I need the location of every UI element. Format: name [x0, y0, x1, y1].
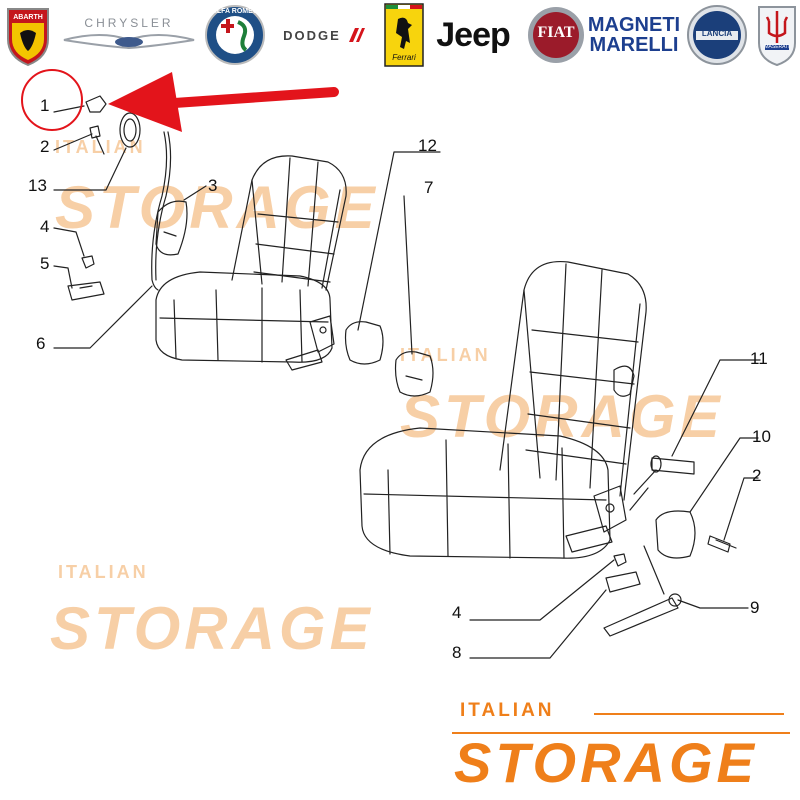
part-4-clip-lower	[613, 553, 627, 567]
watermark-storage-3: STORAGE	[50, 595, 374, 662]
brand-logo-bar: ABARTH CHRYSLER ALFA ROMEO DODGE	[0, 0, 800, 72]
callout-12: 12	[418, 136, 437, 155]
alfa-romeo-logo: ALFA ROMEO	[202, 2, 268, 68]
watermark-italian-2: ITALIAN	[400, 345, 491, 365]
abarth-label: ABARTH	[13, 14, 43, 21]
watermark-italian-3: ITALIAN	[58, 562, 149, 582]
jeep-label: Jeep	[436, 15, 510, 54]
highlight-circle	[21, 69, 83, 131]
logo-italian: ITALIAN	[460, 700, 555, 721]
callout-2-upper: 2	[40, 137, 50, 156]
abarth-logo: ABARTH	[2, 2, 54, 68]
part-8-cap	[605, 571, 641, 593]
part-2-bolt-lower	[707, 535, 737, 553]
dodge-logo: DODGE	[272, 2, 376, 68]
part-2-bolt-upper	[89, 125, 105, 155]
lancia-label: LANCIA	[701, 29, 733, 38]
logo-storage: STORAGE	[454, 731, 758, 794]
callout-3: 3	[208, 176, 218, 195]
lancia-logo: LANCIA	[684, 2, 750, 68]
magneti-label: MAGNETI	[587, 14, 681, 36]
ferrari-label: Ferrari	[392, 53, 416, 62]
logo-line-bottom	[452, 732, 790, 734]
callout-4-lower: 4	[452, 603, 462, 622]
part-5-cap	[67, 281, 105, 301]
maserati-label: MASERATI	[764, 44, 790, 50]
upper-seat-drawing	[151, 131, 347, 371]
watermark-italian-1: ITALIAN	[55, 137, 146, 157]
part-4-clip-upper	[81, 255, 95, 269]
lower-seat-drawing	[359, 260, 647, 559]
part-7-cover	[394, 351, 434, 397]
ferrari-logo: Ferrari	[384, 2, 424, 68]
red-arrow-icon	[108, 72, 339, 132]
part-10-cap	[655, 510, 696, 559]
callout-2-lower: 2	[752, 466, 762, 485]
callout-9: 9	[750, 598, 760, 617]
callout-7: 7	[424, 178, 434, 197]
maserati-logo: MASERATI	[754, 2, 800, 68]
callout-10: 10	[752, 427, 771, 446]
callout-13: 13	[28, 176, 47, 195]
dodge-stripes-icon	[348, 28, 365, 42]
callout-8: 8	[452, 643, 462, 662]
callout-6: 6	[36, 334, 46, 353]
callout-5: 5	[40, 254, 50, 273]
magneti-marelli-logo: MAGNETI MARELLI	[588, 2, 680, 68]
chrysler-label: CHRYSLER	[84, 16, 174, 30]
part-12-cover	[344, 321, 384, 365]
italian-storage-logo: ITALIAN STORAGE	[444, 700, 794, 796]
fiat-label: FIAT	[537, 24, 575, 41]
logo-line-top	[594, 713, 784, 715]
part-11-pin	[651, 457, 695, 475]
part-13-anchor	[119, 112, 141, 148]
fiat-logo: FIAT	[526, 2, 586, 68]
callout-11: 11	[750, 349, 768, 368]
part-1-clip	[85, 95, 107, 113]
jeep-logo: Jeep	[428, 2, 518, 68]
callout-1: 1	[40, 96, 50, 115]
callout-4-upper: 4	[40, 217, 50, 236]
part-9-lever	[603, 597, 679, 637]
part-3-shroud	[155, 200, 188, 256]
chrysler-logo: CHRYSLER	[62, 2, 196, 68]
marelli-label: MARELLI	[589, 34, 679, 56]
alfa-romeo-label: ALFA ROMEO	[211, 8, 259, 15]
dodge-label: DODGE	[283, 27, 341, 43]
